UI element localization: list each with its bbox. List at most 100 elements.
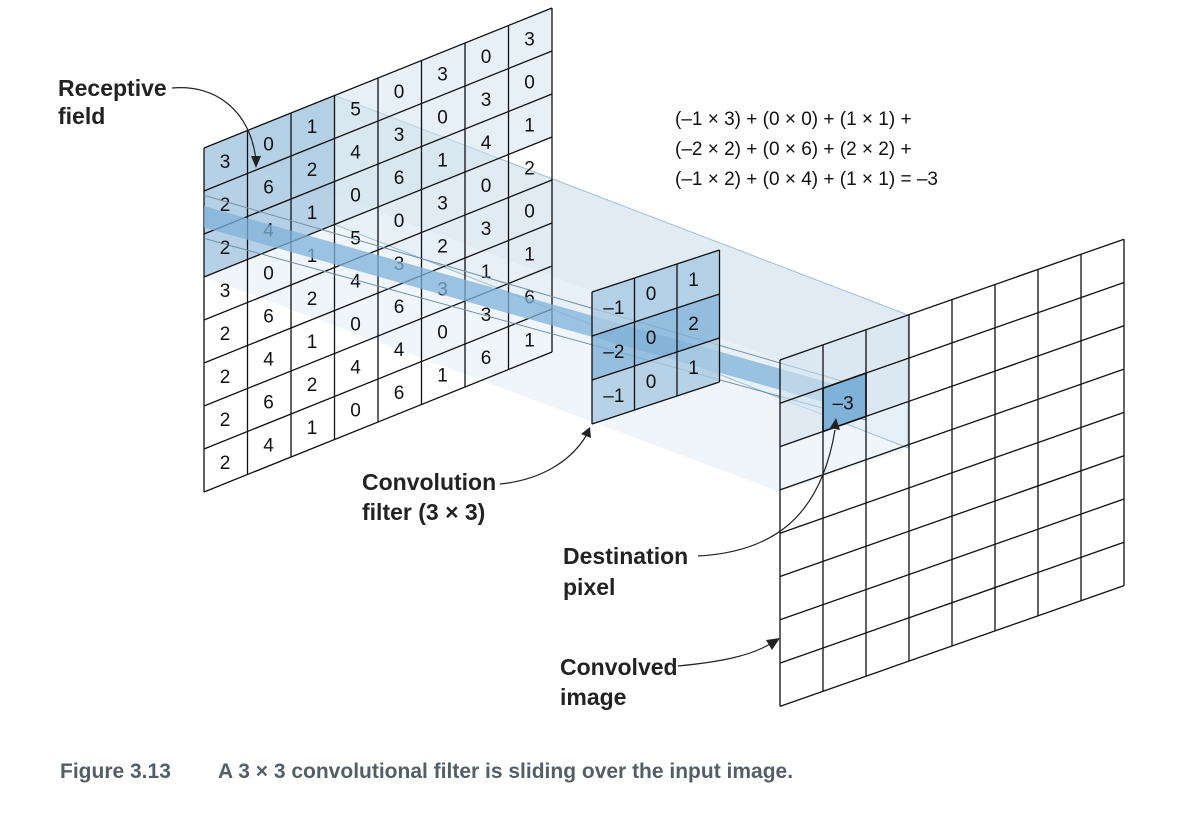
grid-line xyxy=(591,293,720,337)
receptive-field-cell xyxy=(508,94,552,155)
input-cell-value: 2 xyxy=(307,375,318,396)
destination-pixel-label: Destination pixel xyxy=(563,543,695,600)
ray-line xyxy=(203,237,867,421)
convolution-equation: (–1 × 3) + (0 × 0) + (1 × 1) + (–2 × 2) … xyxy=(675,109,938,190)
input-cell-value: 3 xyxy=(220,281,231,302)
callout-arrows xyxy=(171,87,836,667)
input-image-grid: 3015030326243030241061413015030226243230… xyxy=(203,7,553,493)
filter-cell xyxy=(592,366,635,424)
ray-line xyxy=(203,194,867,389)
receptive-field-cell xyxy=(421,43,465,104)
destination-pixel-value: –3 xyxy=(833,393,854,414)
input-cell-value: 1 xyxy=(437,150,448,171)
filter-cell xyxy=(634,308,677,366)
receptive-field-cell xyxy=(291,138,335,199)
input-cell-value: 4 xyxy=(350,357,361,378)
input-cell-value: 3 xyxy=(524,29,535,50)
filter-cell xyxy=(634,352,677,410)
input-cell-value: 1 xyxy=(437,365,448,386)
input-cell-value: 2 xyxy=(437,236,448,257)
receptive-field-cell xyxy=(378,103,422,164)
input-cell-value: 1 xyxy=(524,115,535,136)
filter-cell xyxy=(677,294,720,352)
input-cell-value: 6 xyxy=(263,306,274,327)
receptive-field-label: Receptive field xyxy=(58,75,173,129)
input-cell-value: 4 xyxy=(350,142,361,163)
figure-caption-text: A 3 × 3 convolutional filter is sliding … xyxy=(218,760,793,783)
filter-cell xyxy=(634,264,677,322)
input-cell-value: 1 xyxy=(524,244,535,265)
input-cell-value: 6 xyxy=(481,348,492,369)
convolution-filter-grid: –101–202–101 xyxy=(591,249,721,425)
receptive-field-cell xyxy=(465,68,509,129)
convolution-filter-label: Convolution filter (3 × 3) xyxy=(362,469,503,525)
receptive-field-cell xyxy=(465,25,509,86)
input-cell-value: 5 xyxy=(350,99,361,120)
convolution-filter-arrow xyxy=(499,435,587,485)
input-cell-value: 2 xyxy=(220,410,231,431)
input-cell-value: 0 xyxy=(524,72,535,93)
input-cell-value: 3 xyxy=(220,152,231,173)
receptive-field-cell xyxy=(378,146,422,207)
arrowhead-icon xyxy=(830,418,840,430)
input-cell-value: 3 xyxy=(481,90,492,111)
arrowhead-icon xyxy=(766,638,780,650)
destination-region-cell xyxy=(866,358,909,417)
input-cell-value: 2 xyxy=(307,289,318,310)
filter-cell xyxy=(677,250,720,308)
receptive-field-cell xyxy=(334,164,378,225)
input-cell-value: 1 xyxy=(481,262,492,283)
receptive-field-cell xyxy=(204,130,248,191)
input-cell-value: 0 xyxy=(394,211,405,232)
input-cell-value: 0 xyxy=(263,134,274,155)
filter-cell-value: –2 xyxy=(603,342,624,363)
input-cell-value: 0 xyxy=(350,185,361,206)
filter-cell-value: 0 xyxy=(646,284,657,305)
input-cell-value: 0 xyxy=(524,201,535,222)
receptive-field-cell xyxy=(291,95,335,156)
input-cell-value: 2 xyxy=(220,195,231,216)
filter-cell xyxy=(592,278,635,336)
input-cell-value: 3 xyxy=(437,64,448,85)
destination-region-cell xyxy=(866,314,909,374)
arrowhead-icon xyxy=(581,427,591,438)
input-cell-value: 0 xyxy=(437,322,448,343)
destination-region-cell xyxy=(780,344,823,404)
filter-cell-value: –1 xyxy=(603,298,624,319)
input-cell-value: 0 xyxy=(263,263,274,284)
figure-number: Figure 3.13 xyxy=(60,760,171,783)
filter-cell-value: 1 xyxy=(688,358,699,379)
input-cell-value: 0 xyxy=(437,107,448,128)
receptive-field-cell xyxy=(334,121,378,182)
filter-cell-value: 1 xyxy=(688,270,699,291)
input-cell-value: 1 xyxy=(524,330,535,351)
receptive-field-cell xyxy=(247,156,291,217)
input-cell-value: 3 xyxy=(481,219,492,240)
input-cell-value: 0 xyxy=(481,47,492,68)
receptive-field-cell xyxy=(291,181,335,242)
arrowheads xyxy=(251,156,840,650)
input-cell-value: 2 xyxy=(307,160,318,181)
input-cell-value: 1 xyxy=(307,418,318,439)
grid-line xyxy=(591,381,720,425)
input-cell-value: 1 xyxy=(307,117,318,138)
filter-cell-value: 2 xyxy=(688,314,699,335)
convolved-image-label: Convolved image xyxy=(560,654,684,710)
input-cell-value: 2 xyxy=(220,324,231,345)
input-cell-value: 2 xyxy=(524,158,535,179)
destination-region-cell xyxy=(780,388,823,447)
input-cell-value: 0 xyxy=(350,400,361,421)
receptive-field-cell xyxy=(378,60,422,121)
receptive-field-cell xyxy=(334,78,378,139)
destination-region-cell xyxy=(823,329,866,389)
receptive-field-cell xyxy=(508,8,552,69)
receptive-field-cell xyxy=(508,51,552,112)
input-cell-value: 6 xyxy=(524,287,535,308)
receptive-field-arrow xyxy=(171,87,257,161)
input-cell-value: 0 xyxy=(350,314,361,335)
input-cell-value: 4 xyxy=(263,349,274,370)
receptive-field-cell xyxy=(421,129,465,190)
input-cell-value: 2 xyxy=(220,453,231,474)
input-cell-value: 6 xyxy=(394,168,405,189)
